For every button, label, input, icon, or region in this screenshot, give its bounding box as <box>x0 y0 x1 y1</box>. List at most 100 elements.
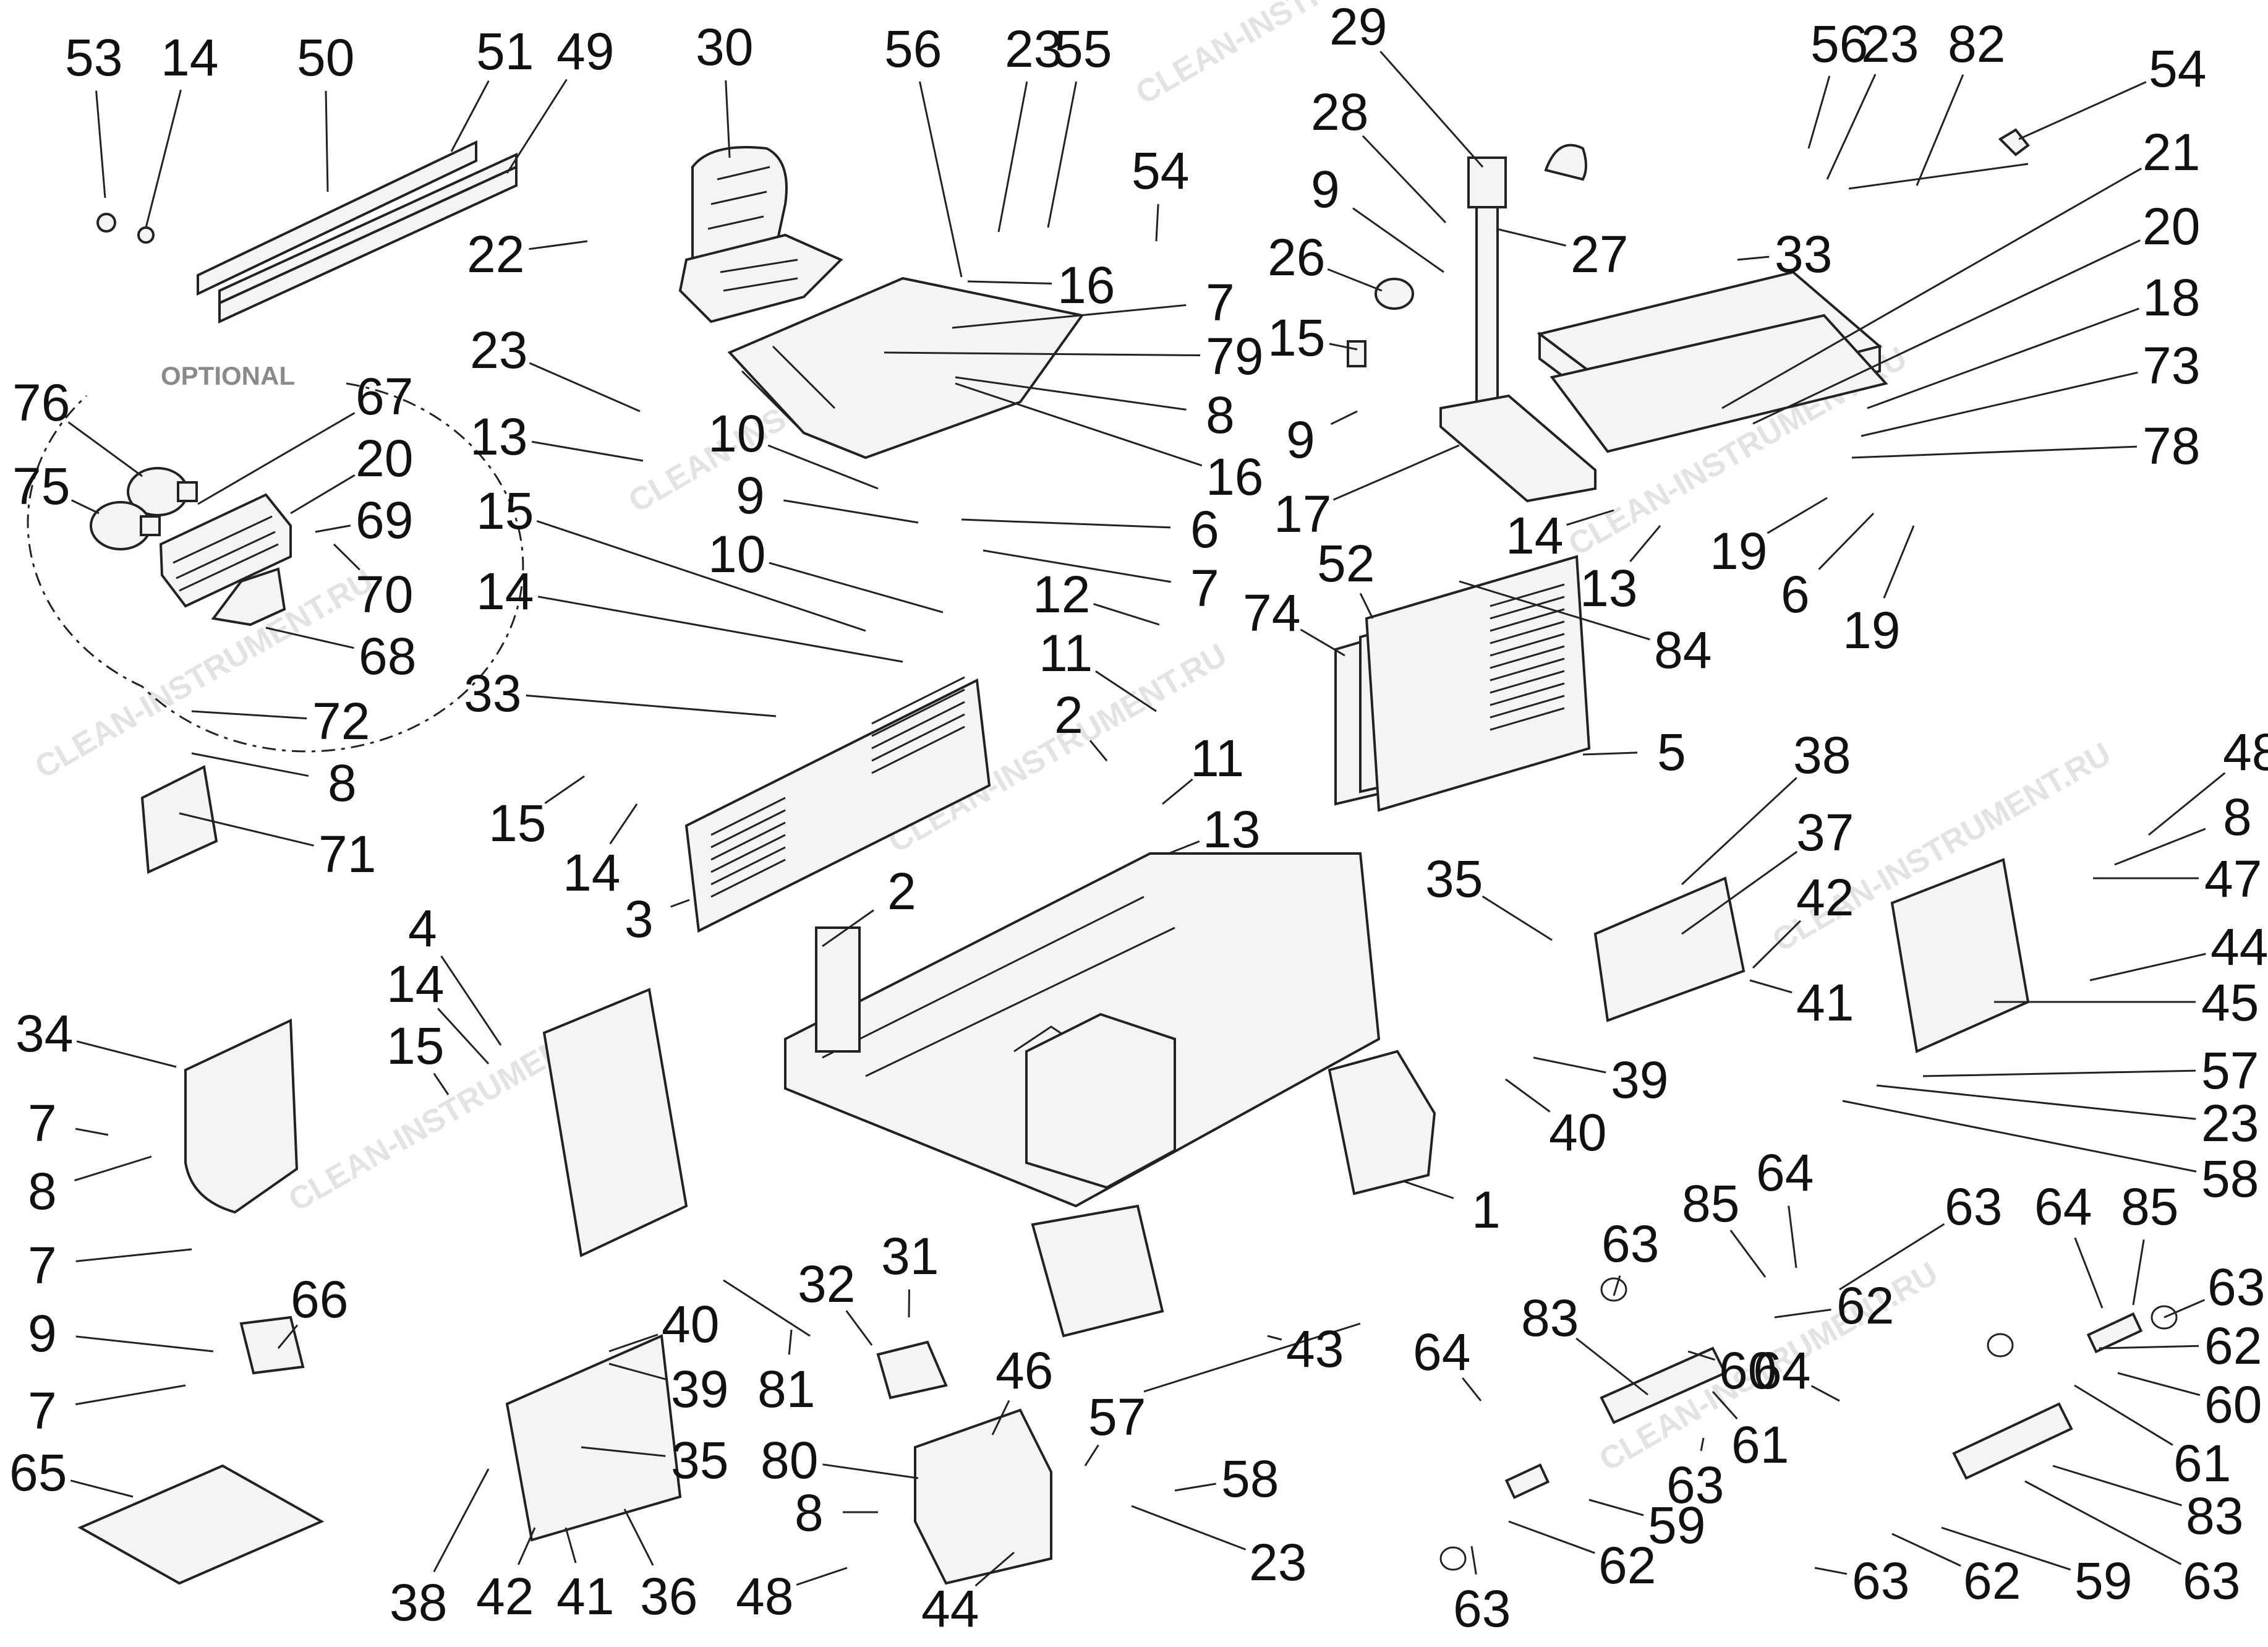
part-number: 23 <box>470 321 527 379</box>
part-number: 7 <box>1190 559 1219 617</box>
leader-line <box>1687 1350 1715 1361</box>
bracket-45 <box>1890 858 2030 1053</box>
part-number: 54 <box>2149 40 2206 98</box>
part-number: 32 <box>798 1255 855 1313</box>
part-number: 57 <box>1088 1388 1146 1446</box>
callout-8: 8 <box>795 1484 878 1542</box>
callout-7: 7 <box>952 273 1235 332</box>
part-number: 63 <box>1852 1552 1909 1610</box>
panel-37 <box>1593 876 1746 1022</box>
part-number: 8 <box>2223 788 2252 846</box>
callout-6: 6 <box>961 500 1219 558</box>
part-number: 64 <box>1756 1144 1814 1202</box>
leader-line <box>767 444 879 490</box>
leader-line <box>265 627 354 649</box>
part-number: 62 <box>1963 1552 2021 1610</box>
callout-7: 7 <box>28 1382 186 1440</box>
leader-line <box>2099 1345 2199 1350</box>
callout-33: 33 <box>464 664 777 722</box>
part-number: 60 <box>1719 1341 1776 1400</box>
leader-line <box>783 499 919 524</box>
leader-line <box>2114 828 2206 866</box>
callout-10: 10 <box>708 404 879 490</box>
leader-line <box>1712 1391 1738 1419</box>
leader-line <box>1496 228 1566 247</box>
leader-line <box>670 899 690 908</box>
part-number: 67 <box>356 367 413 426</box>
part-number: 39 <box>1611 1051 1668 1109</box>
leader-line <box>1505 1078 1551 1113</box>
leader-line <box>544 775 585 805</box>
callout-80: 80 <box>761 1431 919 1489</box>
lamp-bracket-68 <box>211 567 286 627</box>
leader-line <box>974 1551 1015 1587</box>
part-number: 7 <box>28 1236 57 1294</box>
part-number: 41 <box>1796 973 1854 1032</box>
washer-14 <box>137 226 155 244</box>
main-frame-1 <box>784 852 1436 1338</box>
part-number: 61 <box>1731 1416 1789 1474</box>
leader-line <box>1362 135 1447 224</box>
part-number: 13 <box>470 408 527 466</box>
callout-58: 58 <box>1174 1450 1279 1508</box>
callout-13: 13 <box>1168 800 1260 858</box>
part-number: 64 <box>1753 1341 1810 1400</box>
part-number: 74 <box>1243 584 1300 642</box>
leader-line <box>70 499 100 515</box>
callout-15: 15 <box>488 775 585 852</box>
callout-20: 20 <box>290 429 413 515</box>
callout-64: 64 <box>1756 1144 1814 1268</box>
part-number: 23 <box>2201 1094 2259 1152</box>
part-number: 78 <box>2142 417 2200 475</box>
callout-38: 38 <box>1681 726 1851 886</box>
callout-83: 83 <box>2052 1465 2243 1545</box>
part-number: 14 <box>161 28 218 87</box>
leader-line <box>952 304 1187 329</box>
callout-41: 41 <box>1749 973 1854 1032</box>
callout-44: 44 <box>2089 918 2268 982</box>
callout-8: 8 <box>191 752 357 812</box>
leader-line <box>179 812 314 847</box>
leader-line <box>1327 268 1383 292</box>
part-number: 20 <box>2142 197 2200 255</box>
part-number: 46 <box>995 1341 1053 1400</box>
beacon-29 <box>1467 156 1507 208</box>
beacon-post <box>1347 143 1597 503</box>
leader-line <box>75 1384 186 1406</box>
bracket-71 <box>140 765 218 874</box>
leader-line <box>75 1335 214 1353</box>
leader-line <box>1737 255 1770 261</box>
leader-line <box>1267 1335 1282 1341</box>
part-number: 23 <box>1249 1533 1307 1591</box>
callout-13: 13 <box>470 408 644 466</box>
callout-11: 11 <box>1039 624 1157 712</box>
callout-85: 85 <box>2121 1178 2178 1306</box>
plate-31 <box>876 1340 948 1400</box>
leader-line <box>1749 979 1793 994</box>
leader-line <box>2089 952 2206 982</box>
callout-2: 2 <box>1054 686 1108 761</box>
part-number: 6 <box>1190 500 1219 558</box>
leader-line <box>796 1567 848 1586</box>
strip-49 <box>218 165 518 324</box>
part-number: 57 <box>2201 1042 2259 1100</box>
panel-36 <box>505 1334 682 1542</box>
callout-15: 15 <box>476 482 866 632</box>
leader-line <box>518 1527 536 1565</box>
leader-line <box>1332 444 1460 501</box>
part-number: 30 <box>696 18 753 76</box>
leader-line <box>315 524 351 533</box>
part-number: 16 <box>1206 448 1263 506</box>
callout-10: 10 <box>708 525 944 614</box>
callout-63: 63 <box>1814 1552 1909 1610</box>
panel-4 <box>542 988 688 1257</box>
callout-31: 31 <box>881 1227 939 1318</box>
part-number: 63 <box>1945 1178 2002 1236</box>
bracket-46 <box>914 1408 1052 1585</box>
part-number: 44 <box>921 1580 979 1638</box>
callout-55: 55 <box>1047 20 1112 228</box>
nut-53 <box>96 213 116 233</box>
leader-line <box>333 543 360 571</box>
callout-60: 60 <box>1687 1341 1776 1400</box>
callout-64: 64 <box>1753 1341 1840 1402</box>
